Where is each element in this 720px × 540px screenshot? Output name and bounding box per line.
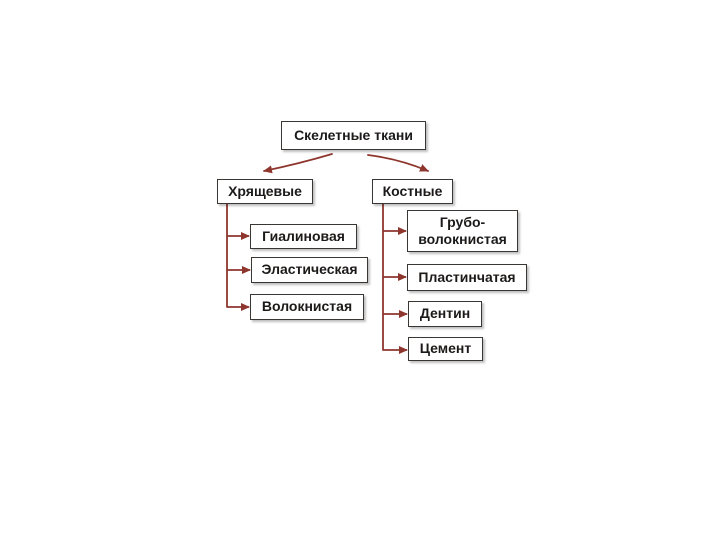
node-hyaline: Гиалиновая (250, 224, 357, 249)
connector-cartilaginous-trunk (226, 204, 250, 311)
node-cement: Цемент (408, 337, 483, 361)
node-skeletal-tissues: Скелетные ткани (281, 121, 426, 150)
node-bone: Костные (372, 179, 453, 204)
node-cartilaginous: Хрящевые (217, 179, 313, 204)
arrow-root-to-bone (367, 154, 429, 172)
connector-bone-trunk (382, 204, 408, 354)
arrow-root-to-cartilaginous (263, 153, 333, 174)
node-dentin: Дентин (408, 301, 482, 327)
node-elastic: Эластическая (251, 257, 368, 283)
node-fibrous: Волокнистая (250, 294, 364, 320)
node-coarse-fibrous: Грубо-волокнистая (407, 210, 518, 252)
node-lamellar: Пластинчатая (407, 264, 527, 291)
